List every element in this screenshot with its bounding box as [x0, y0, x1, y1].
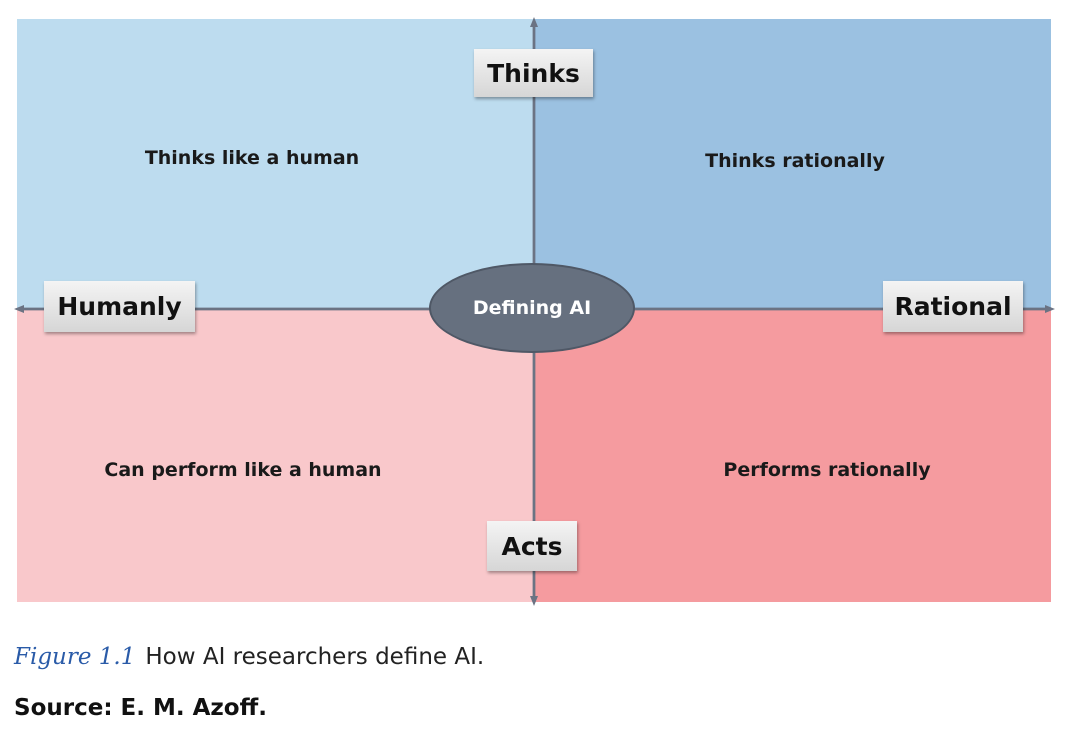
figure-caption: Figure 1.1 How AI researchers define AI.: [14, 644, 484, 670]
quadrant-thinks-rationally: Thinks rationally: [535, 19, 1051, 309]
quadrant-acts-humanly: Can perform like a human: [17, 309, 535, 602]
quadrant-thinks-humanly: Thinks like a human: [17, 19, 535, 309]
quadrant-acts-rationally: Performs rationally: [535, 309, 1051, 602]
figure-source: Source: E. M. Azoff.: [14, 695, 267, 721]
caption-text: How AI researchers define AI.: [145, 644, 485, 670]
center-defining-ai: Defining AI: [429, 263, 635, 353]
ai-definition-diagram: Thinks like a human Thinks rationally Ca…: [17, 19, 1051, 602]
axis-label-rational: Rational: [883, 281, 1023, 332]
quadrant-label-performs-rationally: Performs rationally: [723, 459, 931, 481]
center-label: Defining AI: [472, 297, 592, 319]
axis-label-thinks: Thinks: [474, 49, 593, 97]
quadrant-label-thinks-like-human: Thinks like a human: [144, 147, 360, 169]
axis-label-humanly: Humanly: [44, 281, 195, 332]
axis-label-acts: Acts: [487, 521, 577, 571]
quadrant-label-thinks-rationally: Thinks rationally: [705, 150, 885, 172]
quadrant-label-perform-like-human: Can perform like a human: [104, 459, 382, 481]
figure-number: Figure 1.1: [14, 644, 136, 670]
